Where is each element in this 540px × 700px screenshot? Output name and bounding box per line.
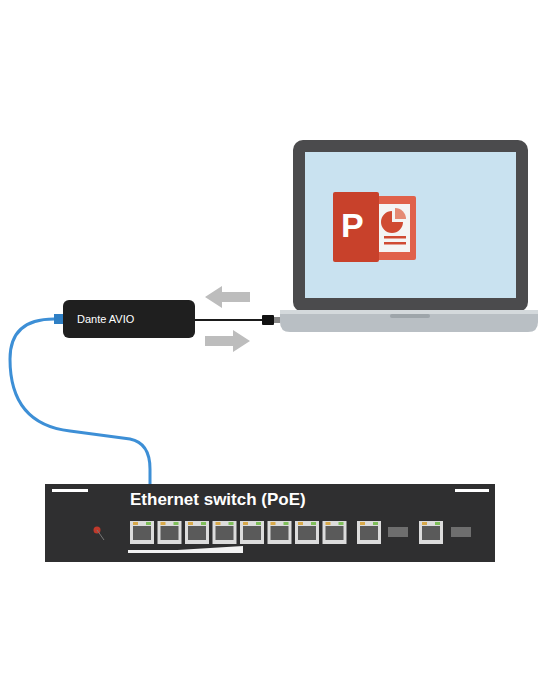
usb-cable <box>194 315 280 325</box>
network-cable <box>10 314 150 484</box>
switch-title: Ethernet switch (PoE) <box>130 490 495 510</box>
adapter-box: Dante AVIO <box>63 300 195 338</box>
laptop <box>280 140 538 332</box>
switch-box: Ethernet switch (PoE) <box>45 484 495 562</box>
direction-arrows <box>205 286 250 352</box>
powerpoint-icon <box>333 192 416 262</box>
ethernet-ports <box>130 521 443 544</box>
icon-letter: P <box>341 206 364 245</box>
device-label: Dante AVIO <box>77 313 195 325</box>
ethernet-switch <box>45 484 495 562</box>
